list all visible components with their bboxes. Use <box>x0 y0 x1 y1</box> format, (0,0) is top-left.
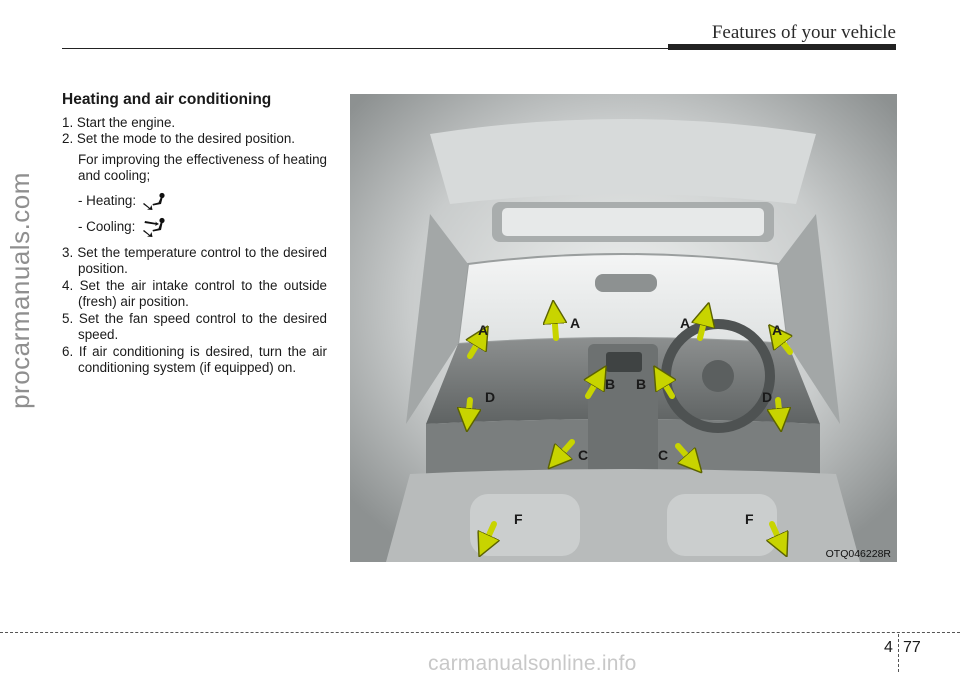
step-5: 5. Set the fan speed control to the desi… <box>62 310 327 343</box>
vent-label-a-right-side: A <box>772 322 782 338</box>
figure-code: OTQ046228R <box>825 548 891 560</box>
cooling-label: - Cooling: <box>78 219 136 235</box>
airflow-arrows <box>468 312 793 546</box>
header-rule-accent <box>668 44 896 50</box>
step-3: 3. Set the temperature control to the de… <box>62 244 327 277</box>
vent-label-f-right: F <box>745 511 754 527</box>
vent-label-f-left: F <box>514 511 523 527</box>
vehicle-interior-illustration: A A A A B B C C D D F F <box>350 94 897 562</box>
effectiveness-note: For improving the effectiveness of heati… <box>78 151 327 184</box>
vent-label-b-left: B <box>605 376 615 392</box>
vent-label-a-left-defrost: A <box>570 315 580 331</box>
vent-label-a-left-side: A <box>478 322 488 338</box>
text-column: Heating and air conditioning 1. Start th… <box>62 91 327 377</box>
vent-label-c-right: C <box>658 447 668 463</box>
vent-label-d-right: D <box>762 389 772 405</box>
bi-level-mode-icon <box>143 217 165 237</box>
heating-label: - Heating: <box>78 193 137 209</box>
page-number: 77 <box>903 639 921 656</box>
header-rule <box>62 48 896 49</box>
step-1: 1. Start the engine. <box>62 114 176 130</box>
heating-mode-line: - Heating: <box>62 189 327 215</box>
page-header-title: Features of your vehicle <box>711 22 896 43</box>
vent-airflow-figure: A A A A B B C C D D F F OTQ046228R <box>350 94 897 562</box>
floor-mode-icon <box>143 192 165 210</box>
chapter-number: 4 <box>884 639 893 656</box>
footer-rule <box>0 632 960 633</box>
page-number-separator <box>898 634 899 672</box>
side-watermark: procarmanuals.com <box>0 80 40 500</box>
vent-label-c-left: C <box>578 447 588 463</box>
step-2: 2. Set the mode to the desired position. <box>62 131 295 146</box>
bottom-watermark: carmanualsonline.info <box>428 652 637 675</box>
cooling-mode-line: - Cooling: <box>62 215 327 241</box>
vent-label-a-right-defrost: A <box>680 315 690 331</box>
step-4: 4. Set the air intake control to the out… <box>62 277 327 310</box>
section-title: Heating and air conditioning <box>62 91 272 108</box>
vent-label-d-left: D <box>485 389 495 405</box>
vent-label-b-right: B <box>636 376 646 392</box>
side-watermark-text: procarmanuals.com <box>4 171 35 409</box>
step-6: 6. If air conditioning is desired, turn … <box>62 343 327 376</box>
